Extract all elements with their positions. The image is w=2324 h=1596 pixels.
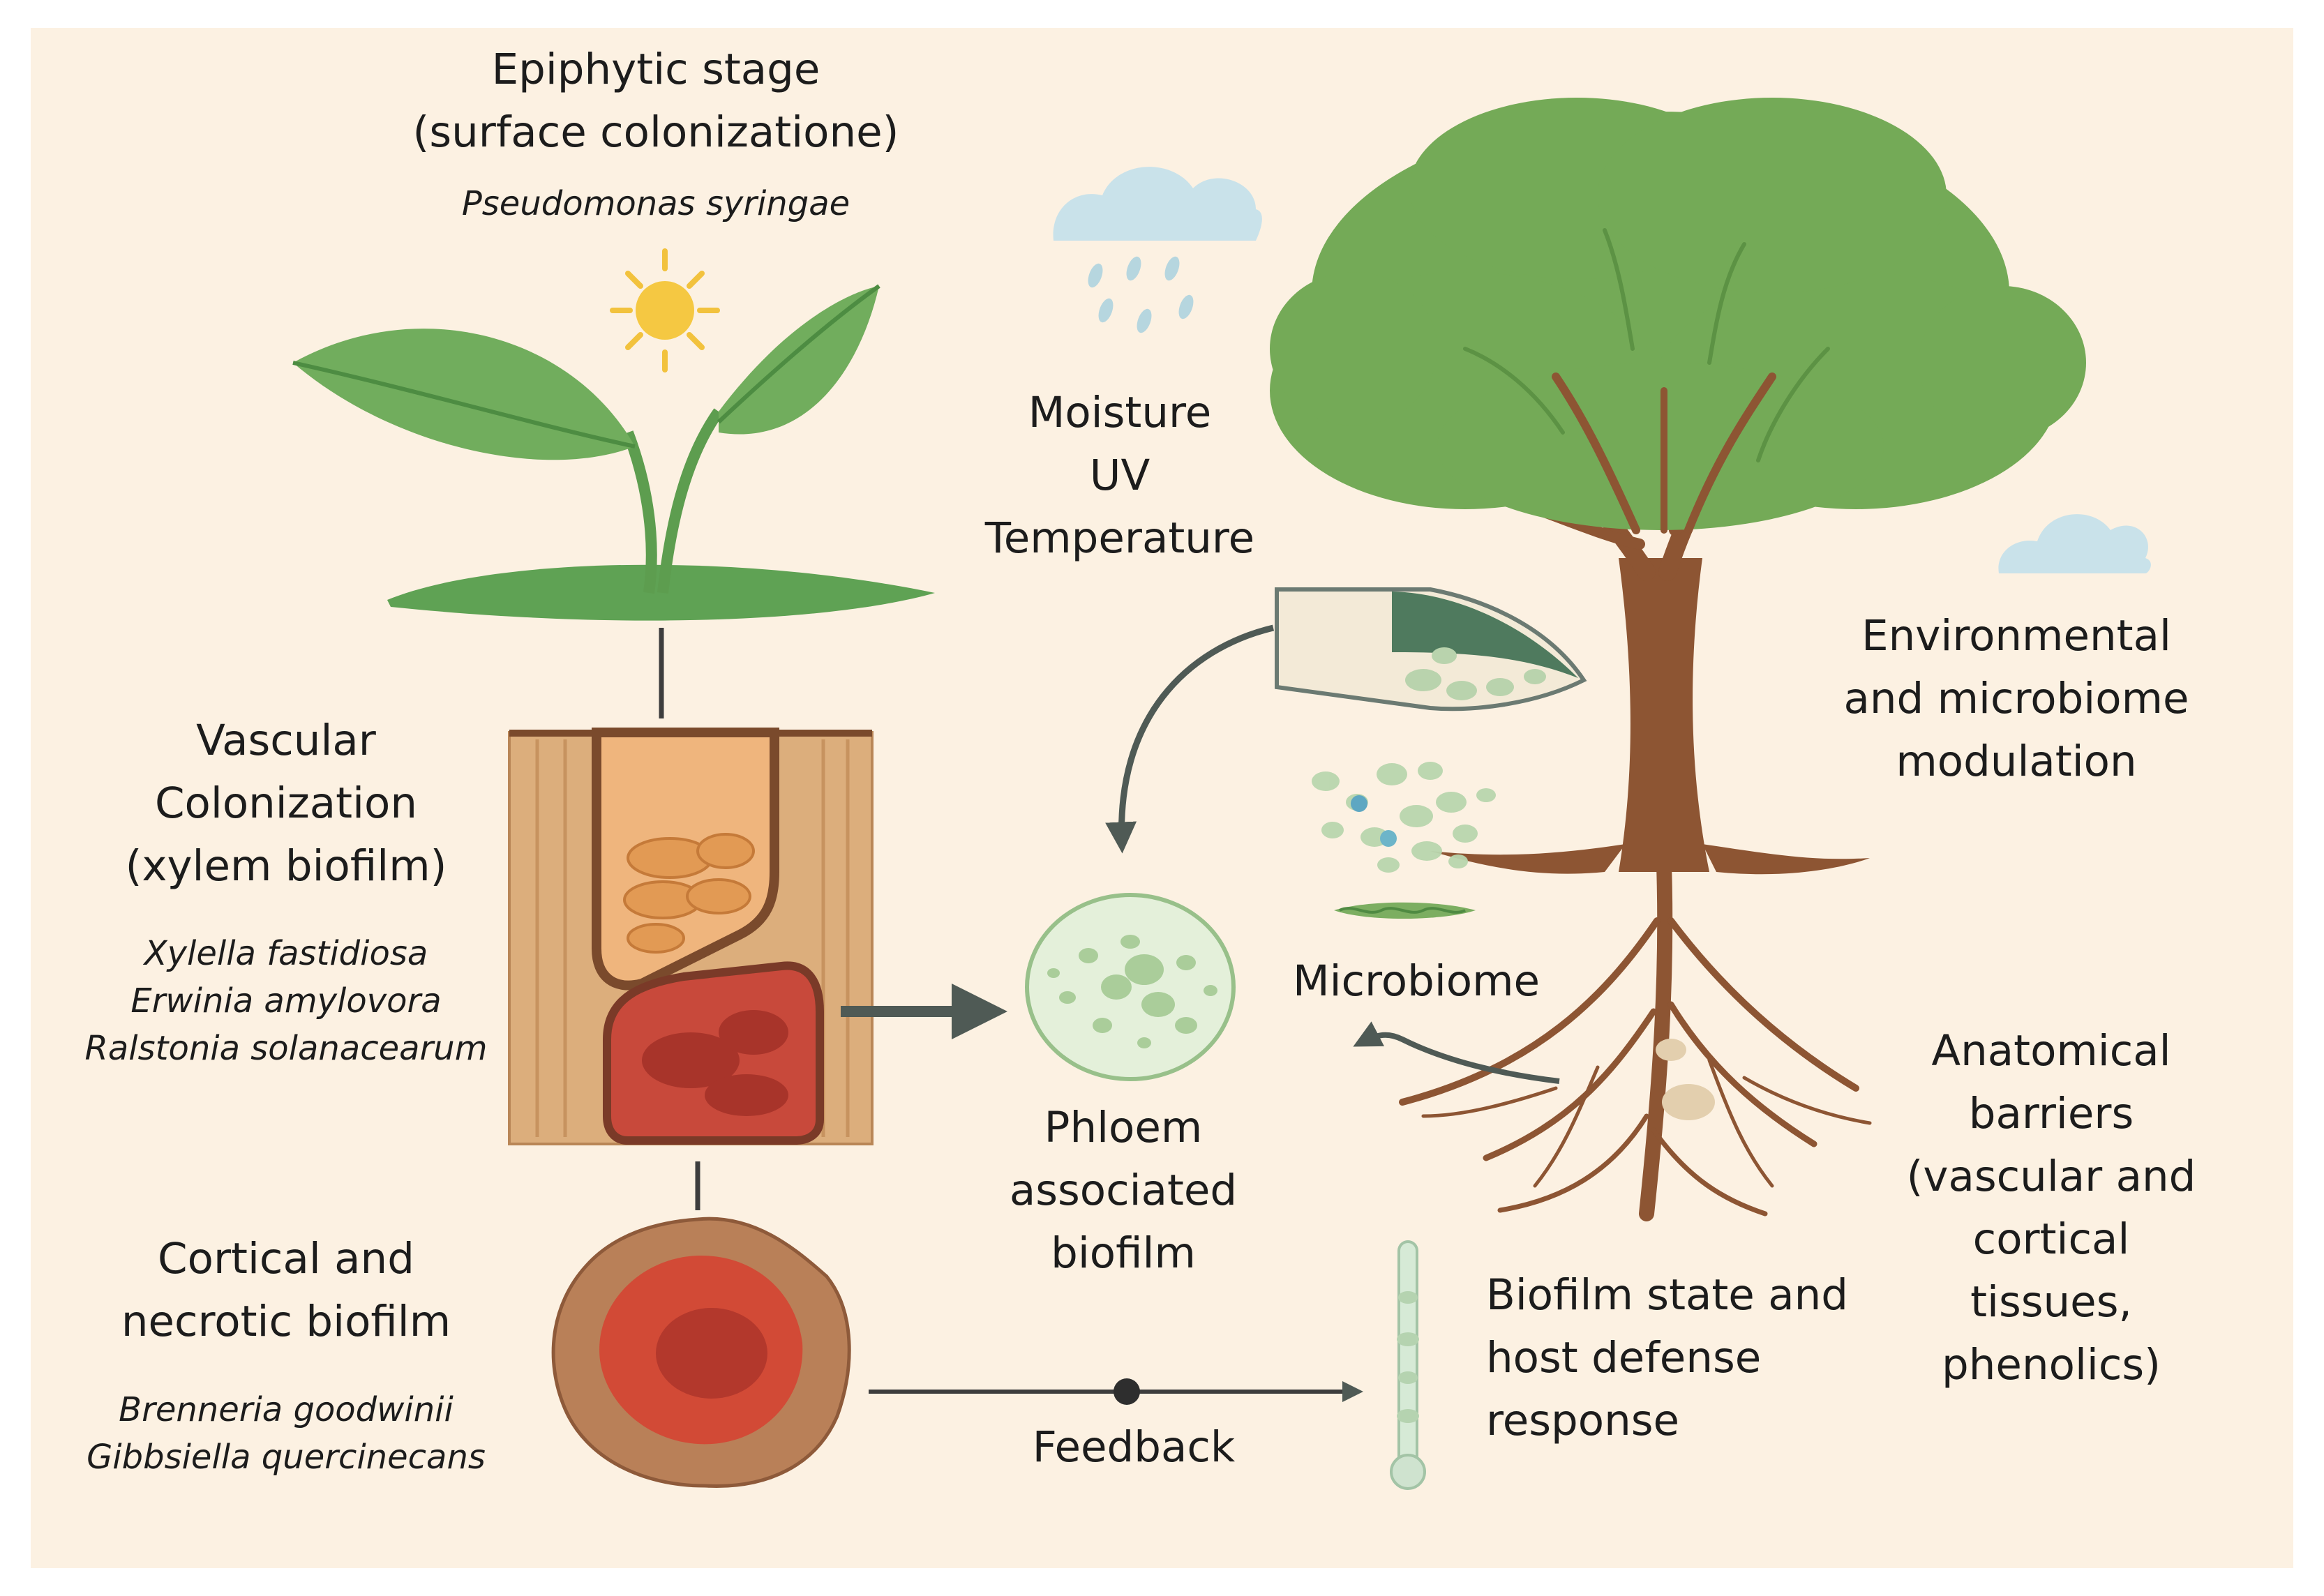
xylem-section-icon bbox=[508, 728, 874, 1145]
arrow-roots-to-microbiome bbox=[1353, 1021, 1560, 1084]
epiphytic-species: Pseudomonas syringae bbox=[461, 184, 850, 223]
cortical-species: Brenneria goodwinii Gibbsiella quercinec… bbox=[87, 1390, 486, 1477]
epiphytic-stage-title: Epiphytic stage (surface colonizatione) bbox=[412, 45, 899, 157]
vascular-colonization-title: Vascular Colonization (xylem biofilm) bbox=[125, 716, 447, 891]
microbiome-label: Microbiome bbox=[1292, 956, 1540, 1006]
rain-cloud-icon bbox=[1053, 167, 1262, 333]
biofilm-state-title: Biofilm state and host defense response bbox=[1486, 1270, 1848, 1445]
vascular-species: Xylella fastidiosa Erwinia amylovora Ral… bbox=[84, 934, 488, 1068]
small-cloud-icon bbox=[1998, 514, 2151, 573]
bark-sample-icon bbox=[1275, 587, 1587, 712]
necrotic-lesion-icon bbox=[551, 1217, 851, 1488]
environmental-modulation-title: Environmental and microbiome modulation bbox=[1843, 611, 2189, 786]
feedback-arrow bbox=[869, 1378, 1363, 1405]
tree-icon bbox=[1270, 98, 2086, 1221]
environmental-factors: Moisture UV Temperature bbox=[984, 388, 1255, 563]
microbiome-cluster-icon bbox=[1312, 762, 1496, 919]
seedling-icon bbox=[292, 284, 935, 621]
phloem-biofilm-title: Phloem associated biofilm bbox=[1009, 1103, 1238, 1278]
phloem-biofilm-icon bbox=[1025, 893, 1236, 1081]
sun-icon bbox=[610, 248, 720, 372]
cortical-necrotic-title: Cortical and necrotic biofilm bbox=[121, 1234, 451, 1346]
thermometer-icon bbox=[1390, 1240, 1426, 1490]
arrow-bark-to-phloem bbox=[1105, 624, 1275, 854]
feedback-label: Feedback bbox=[1032, 1422, 1236, 1472]
anatomical-barriers-title: Anatomical barriers (vascular and cortic… bbox=[1906, 1026, 2196, 1390]
